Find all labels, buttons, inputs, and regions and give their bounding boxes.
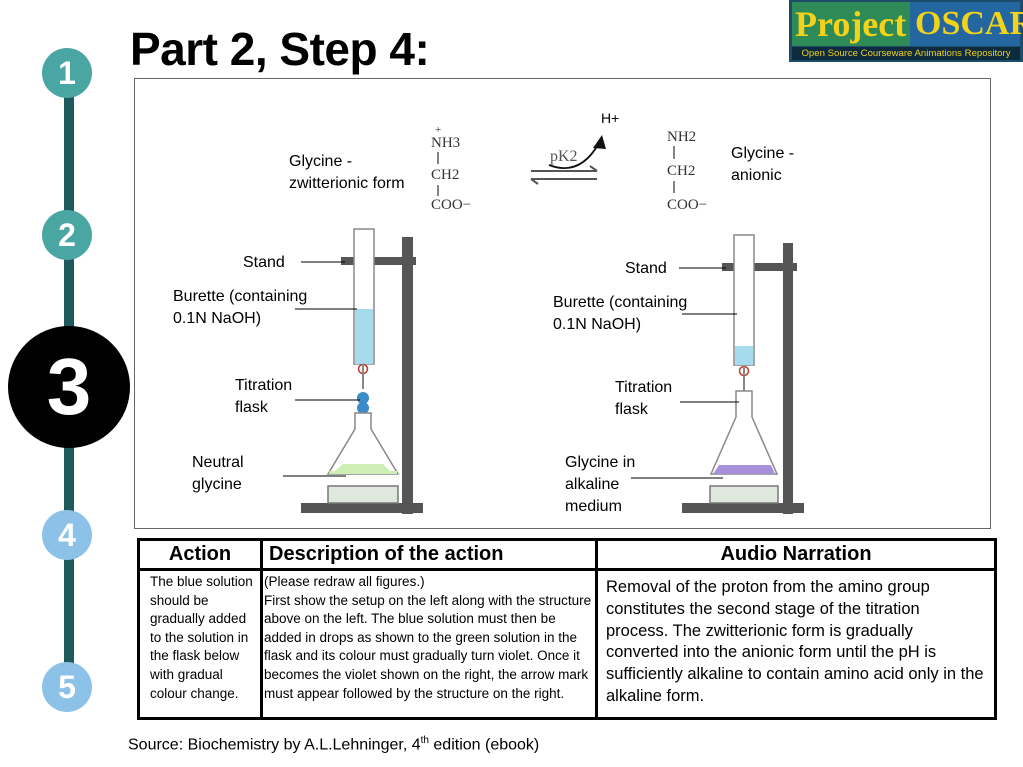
storyboard-table: Action Description of the action Audio N… bbox=[137, 538, 997, 720]
pk2-label: pK2 bbox=[550, 148, 578, 165]
description-header: Description of the action bbox=[260, 538, 598, 571]
right-stand-label: Stand bbox=[625, 260, 667, 277]
left-solution-label: Neutral glycine bbox=[192, 454, 244, 493]
structure-right-nh2: NH2 bbox=[667, 129, 696, 145]
left-stand-label: Stand bbox=[243, 254, 285, 271]
figure-panel: + NH3 CH2 COO− pK2 H+ NH2 CH2 COO− bbox=[134, 78, 991, 529]
step-4-badge[interactable]: 4 bbox=[42, 510, 92, 560]
description-cell: (Please redraw all figures.) First show … bbox=[260, 568, 598, 720]
structure-right-coo: COO− bbox=[667, 197, 707, 213]
source-citation: Source: Biochemistry by A.L.Lehninger, 4… bbox=[128, 735, 540, 754]
project-oscar-logo: Project OSCAR Open Source Courseware Ani… bbox=[789, 0, 1023, 62]
right-flask-label: Titration flask bbox=[615, 379, 673, 418]
step-5-badge[interactable]: 5 bbox=[42, 662, 92, 712]
anion-structure: NH2 CH2 COO− bbox=[667, 129, 707, 213]
titration-illustration: + NH3 CH2 COO− pK2 H+ NH2 CH2 COO− bbox=[283, 110, 804, 514]
action-header: Action bbox=[137, 538, 263, 571]
left-flask-label: Titration flask bbox=[235, 377, 293, 416]
right-solution-label: Glycine in alkaline medium bbox=[565, 454, 636, 515]
step-2-badge[interactable]: 2 bbox=[42, 210, 92, 260]
step-1-badge[interactable]: 1 bbox=[42, 48, 92, 98]
left-burette-label: Burette (containing 0.1N NaOH) bbox=[173, 288, 308, 327]
action-cell: The blue solution should be gradually ad… bbox=[137, 568, 263, 720]
description-text: First show the setup on the left along w… bbox=[264, 592, 592, 701]
structure-left-coo: COO− bbox=[431, 197, 471, 213]
audio-cell: Removal of the proton from the amino gro… bbox=[595, 568, 997, 720]
right-titration-setup bbox=[631, 234, 804, 514]
right-burette-label: Burette (containing 0.1N NaOH) bbox=[553, 294, 688, 333]
left-titration-setup bbox=[283, 228, 423, 514]
structure-left-nh3: NH3 bbox=[431, 135, 460, 151]
structure-right-ch2: CH2 bbox=[667, 163, 695, 179]
structure-left-ch2: CH2 bbox=[431, 167, 459, 183]
proton-label: H+ bbox=[601, 110, 619, 126]
svg-text:+: + bbox=[435, 124, 441, 136]
description-note: (Please redraw all figures.) bbox=[264, 574, 425, 589]
anion-label: Glycine - anionic bbox=[731, 145, 795, 184]
audio-header: Audio Narration bbox=[595, 538, 997, 571]
zwitterion-label: Glycine - zwitterionic form bbox=[289, 153, 405, 192]
equilibrium-arrows: pK2 bbox=[530, 135, 606, 185]
zwitterion-structure: + NH3 CH2 COO− bbox=[431, 124, 471, 213]
page-title: Part 2, Step 4: bbox=[130, 23, 430, 75]
step-3-badge-current[interactable]: 3 bbox=[8, 326, 130, 448]
